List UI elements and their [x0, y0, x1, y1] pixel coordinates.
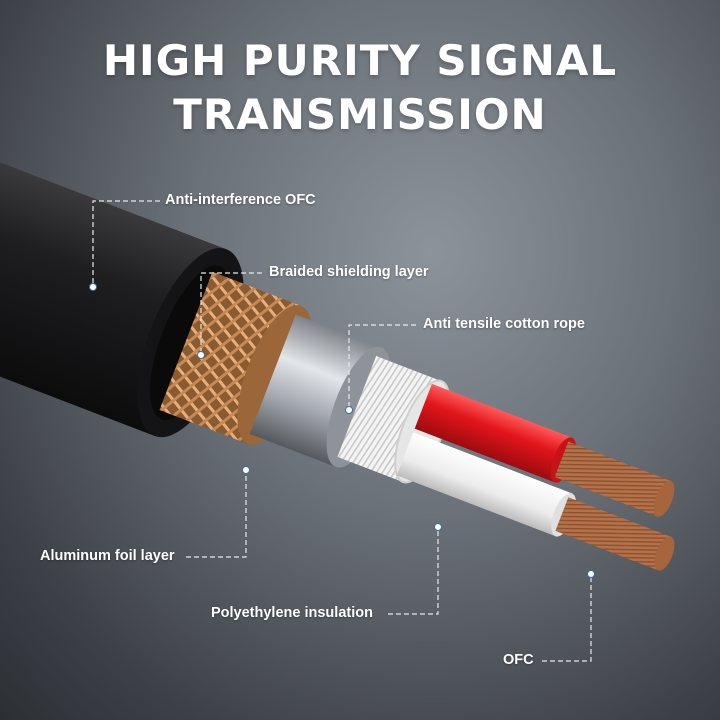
- red-insulation: [414, 383, 572, 483]
- headline: HIGH PURITY SIGNAL TRANSMISSION: [0, 34, 720, 142]
- outer-jacket: [0, 113, 227, 437]
- headline-line-2: TRANSMISSION: [173, 90, 547, 139]
- copper-conductor-upper: [554, 441, 671, 517]
- label-aluminum-foil-layer: Aluminum foil layer: [40, 548, 175, 564]
- copper-conductor-lower: [555, 497, 671, 571]
- label-anti-tensile-cotton-rope: Anti tensile cotton rope: [423, 316, 585, 332]
- headline-line-1: HIGH PURITY SIGNAL: [102, 36, 618, 85]
- white-insulation: [396, 432, 572, 537]
- label-braided-shielding-layer: Braided shielding layer: [269, 264, 429, 280]
- label-polyethylene-insulation: Polyethylene insulation: [211, 605, 373, 621]
- label-anti-interference-ofc: Anti-interference OFC: [165, 192, 316, 208]
- cotton-rope: [337, 356, 442, 482]
- callout-lines: [92, 200, 592, 662]
- braided-shield: [159, 271, 302, 444]
- label-ofc: OFC: [503, 652, 534, 668]
- callout-dots: [89, 283, 595, 578]
